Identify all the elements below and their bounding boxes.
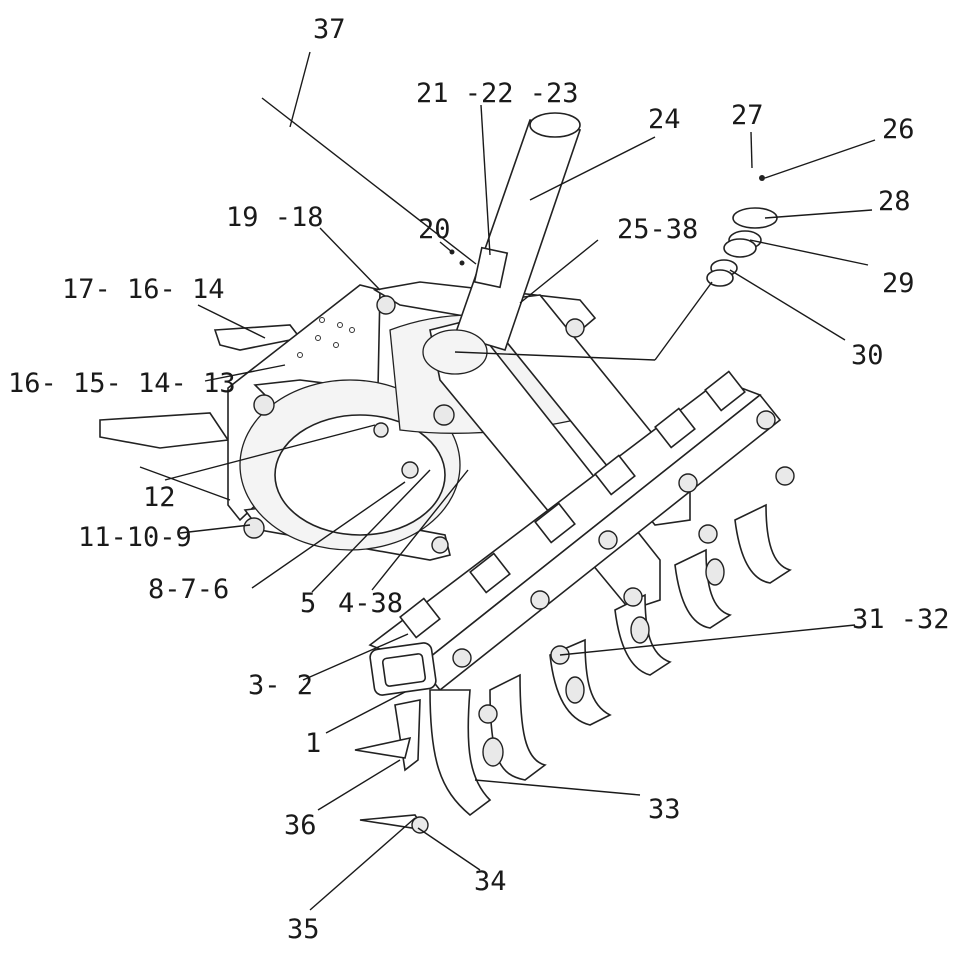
callout-31-32: 31 -32 xyxy=(852,604,950,635)
leader-lines xyxy=(139,51,876,911)
bolt-heads xyxy=(243,295,795,724)
callout-19-18: 19 -18 xyxy=(226,202,324,233)
callout-28: 28 xyxy=(878,186,911,217)
seed-tube-top xyxy=(529,112,581,138)
callout-37: 37 xyxy=(313,14,346,45)
callout-4-38: 4-38 xyxy=(338,588,403,619)
tine-point-36 xyxy=(354,736,412,759)
callout-8-7-6: 8-7-6 xyxy=(148,574,229,605)
tine-wheels xyxy=(482,558,725,767)
front-shank xyxy=(394,699,421,772)
callout-25-38: 25-38 xyxy=(617,214,698,245)
callout-29: 29 xyxy=(882,268,915,299)
upper-hitch-plate xyxy=(213,324,302,351)
frame-holes xyxy=(297,317,355,358)
callout-16-15-14-13: 16- 15- 14- 13 xyxy=(8,368,236,399)
tine-wheel-34 xyxy=(411,816,429,834)
lower-hitch-plate xyxy=(99,412,230,449)
callout-12: 12 xyxy=(143,482,176,513)
callout-34: 34 xyxy=(474,866,507,897)
callout-30: 30 xyxy=(851,340,884,371)
callout-26: 26 xyxy=(882,114,915,145)
callout-36: 36 xyxy=(284,810,317,841)
callout-20: 20 xyxy=(418,214,451,245)
callout-21-22-23: 21 -22 -23 xyxy=(416,78,579,109)
callout-17-16-14: 17- 16- 14 xyxy=(62,274,225,305)
callout-labels: 37 21 -22 -23 24 27 26 28 19 -18 20 25-3… xyxy=(8,14,950,945)
callout-5: 5 xyxy=(300,588,316,619)
pin-20-b xyxy=(459,260,465,266)
callout-35: 35 xyxy=(287,914,320,945)
tine-shanks xyxy=(429,503,792,817)
tine-clips xyxy=(399,370,746,639)
fittings xyxy=(706,175,778,287)
machine-drawing xyxy=(99,112,795,834)
callout-11-10-9: 11-10-9 xyxy=(78,522,192,553)
callout-3-2: 3- 2 xyxy=(248,670,313,701)
front-square-inner xyxy=(381,653,427,687)
callout-1: 1 xyxy=(305,728,321,759)
seed-tube xyxy=(453,119,582,351)
callout-24: 24 xyxy=(648,104,681,135)
callout-33: 33 xyxy=(648,794,681,825)
tube-bracket xyxy=(473,246,509,289)
callout-27: 27 xyxy=(731,100,764,131)
drum-opening xyxy=(274,414,446,536)
